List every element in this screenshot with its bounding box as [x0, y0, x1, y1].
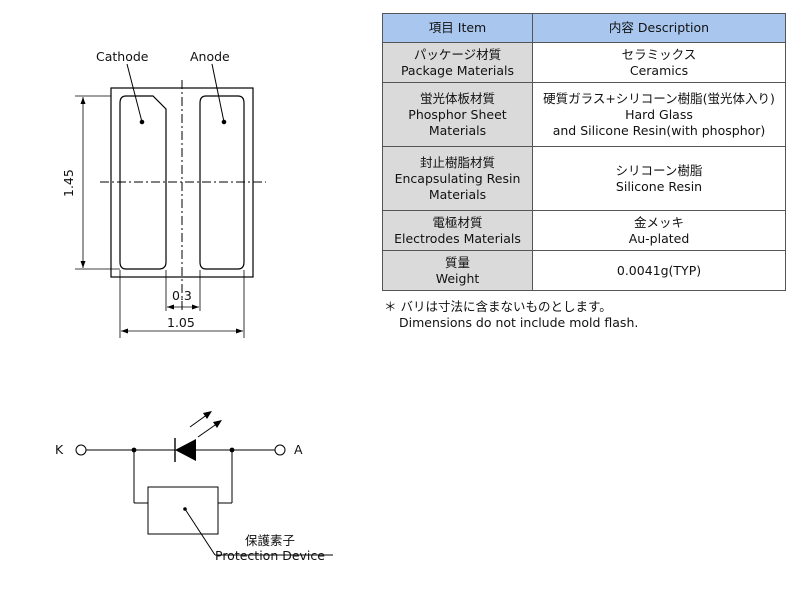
a-terminal	[274, 444, 286, 456]
protection-device-box	[147, 486, 219, 535]
emission-arrow-1	[189, 413, 209, 428]
anode-leader	[211, 63, 225, 123]
cathode-leader	[126, 63, 143, 123]
header-item: 項目 Item	[382, 13, 533, 43]
desc-cell: 0.0041g(TYP)	[532, 250, 786, 291]
header-description: 内容 Description	[532, 13, 786, 43]
cathode-pad	[119, 95, 167, 270]
led-diode-icon	[175, 439, 196, 461]
height-dimension-value: 1.45	[61, 169, 76, 197]
protection-label-jp: 保護素子	[245, 533, 296, 548]
gap-dimension-value: 0.3	[172, 288, 192, 303]
emission-arrow-2	[197, 422, 219, 438]
mold-flash-note-jp: ＊ バリは寸法に含まないものとします。	[384, 299, 612, 314]
k-label: K	[55, 442, 64, 457]
width-dimension-value: 1.05	[167, 315, 195, 330]
k-terminal	[75, 444, 87, 456]
protection-leader	[184, 508, 216, 556]
cathode-label: Cathode	[96, 49, 149, 64]
mold-flash-note-en: Dimensions do not include mold flash.	[399, 315, 639, 330]
anode-pad	[199, 95, 245, 270]
anode-label: Anode	[190, 49, 230, 64]
protection-label-en: Protection Device	[215, 548, 325, 563]
table-header-row: 項目 Item 内容 Description	[382, 13, 786, 43]
a-label: A	[294, 442, 303, 457]
